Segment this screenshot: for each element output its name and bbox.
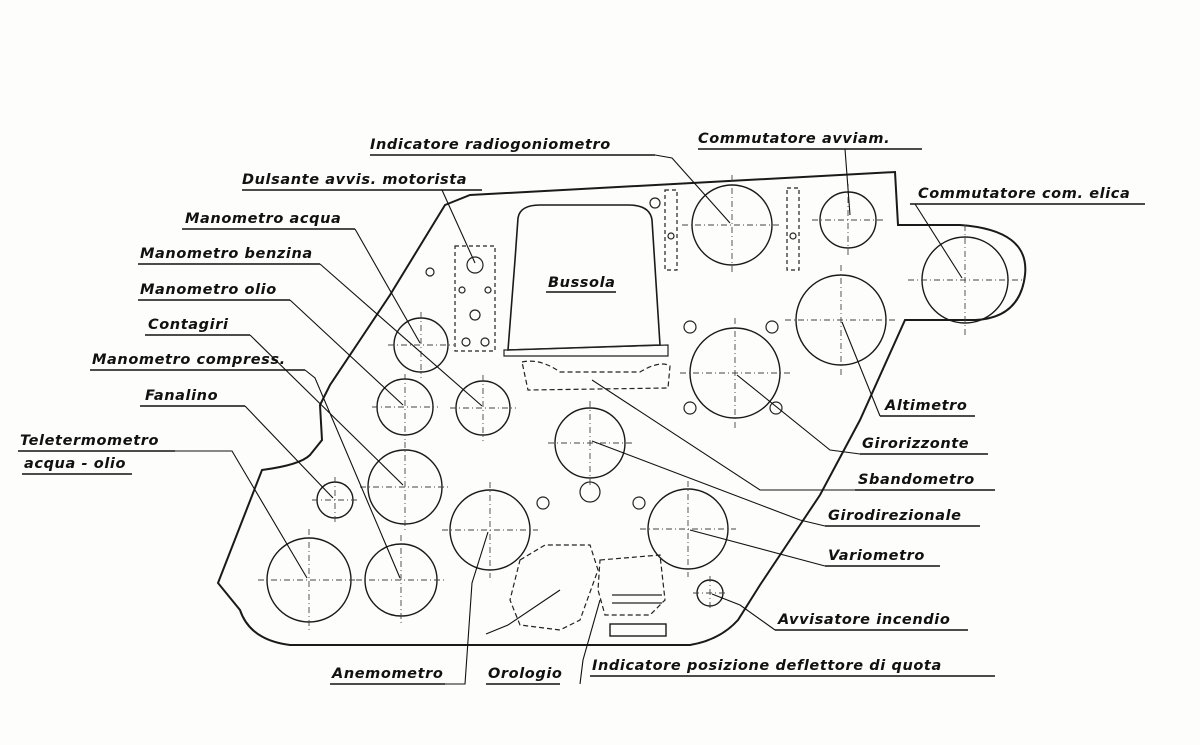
labels: Indicatore radiogoniometro Commutatore a… bbox=[18, 131, 1145, 685]
radio-support bbox=[649, 187, 800, 271]
label-fanalino: Fanalino bbox=[145, 388, 218, 404]
label-altimetro: Altimetro bbox=[884, 398, 967, 414]
label-sbandometro: Sbandometro bbox=[858, 472, 975, 488]
label-girodirezionale: Girodirezionale bbox=[828, 508, 962, 524]
label-commutatore-avviam: Commutatore avviam. bbox=[698, 131, 890, 147]
label-indicatore-radiogoniometro: Indicatore radiogoniometro bbox=[370, 137, 611, 153]
label-manometro-benzina: Manometro benzina bbox=[140, 246, 313, 262]
label-bussola: Bussola bbox=[548, 275, 616, 291]
label-teletermometro-1: Teletermometro bbox=[20, 433, 159, 449]
label-orologio: Orologio bbox=[488, 666, 562, 682]
label-girorizzonte: Girorizzonte bbox=[862, 436, 969, 452]
leader-lines bbox=[175, 148, 963, 685]
sbandometro-dial bbox=[554, 407, 626, 479]
label-avvisatore-incendio: Avvisatore incendio bbox=[777, 612, 950, 628]
label-variometro: Variometro bbox=[828, 548, 925, 564]
pulsante-plate bbox=[454, 245, 496, 352]
label-manometro-olio: Manometro olio bbox=[140, 282, 277, 298]
centre-lines bbox=[258, 175, 1022, 631]
label-contagiri: Contagiri bbox=[148, 317, 229, 333]
label-pulsante-avvis-motorista: Dulsante avvis. motorista bbox=[242, 172, 467, 188]
label-manometro-acqua: Manometro acqua bbox=[185, 211, 341, 227]
label-commutatore-elica: Commutatore com. elica bbox=[918, 186, 1130, 202]
label-indicatore-posizione: Indicatore posizione deflettore di quota bbox=[592, 658, 942, 674]
label-teletermometro-2: acqua - olio bbox=[24, 456, 126, 472]
panel-outline bbox=[216, 170, 1027, 646]
label-anemometro: Anemometro bbox=[331, 666, 443, 682]
orologio-mechanism bbox=[509, 544, 667, 637]
bussola-housing bbox=[503, 204, 671, 391]
label-manometro-compress: Manometro compress. bbox=[92, 352, 286, 368]
